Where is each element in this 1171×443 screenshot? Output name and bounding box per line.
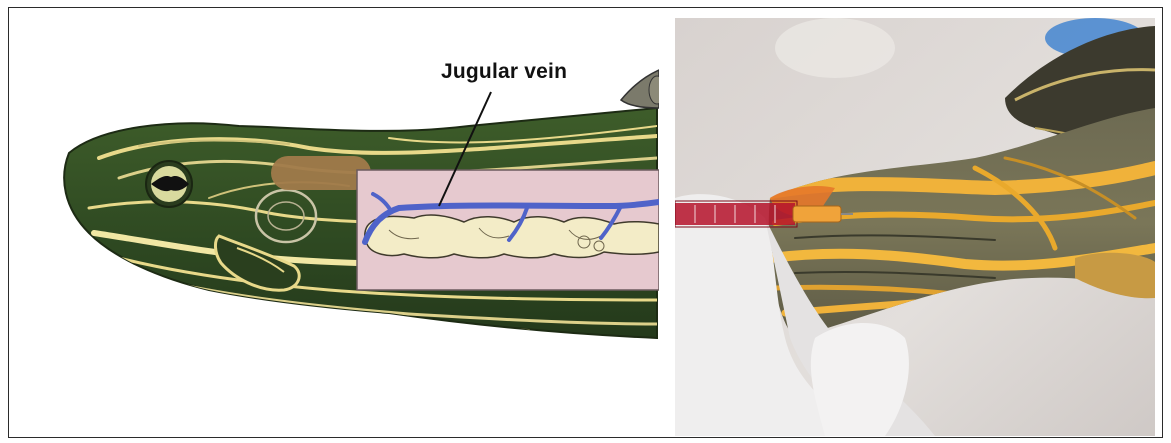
dissection-window: [357, 170, 659, 290]
eye: [146, 161, 192, 207]
figure-frame: Jugular vein: [8, 7, 1163, 438]
blood-draw-photo: [675, 18, 1155, 436]
turtle-head-illustration: Jugular vein: [9, 8, 659, 437]
jugular-vein-label: Jugular vein: [441, 60, 567, 84]
tympanum-patch: [271, 156, 371, 190]
photo-svg: [675, 18, 1155, 436]
